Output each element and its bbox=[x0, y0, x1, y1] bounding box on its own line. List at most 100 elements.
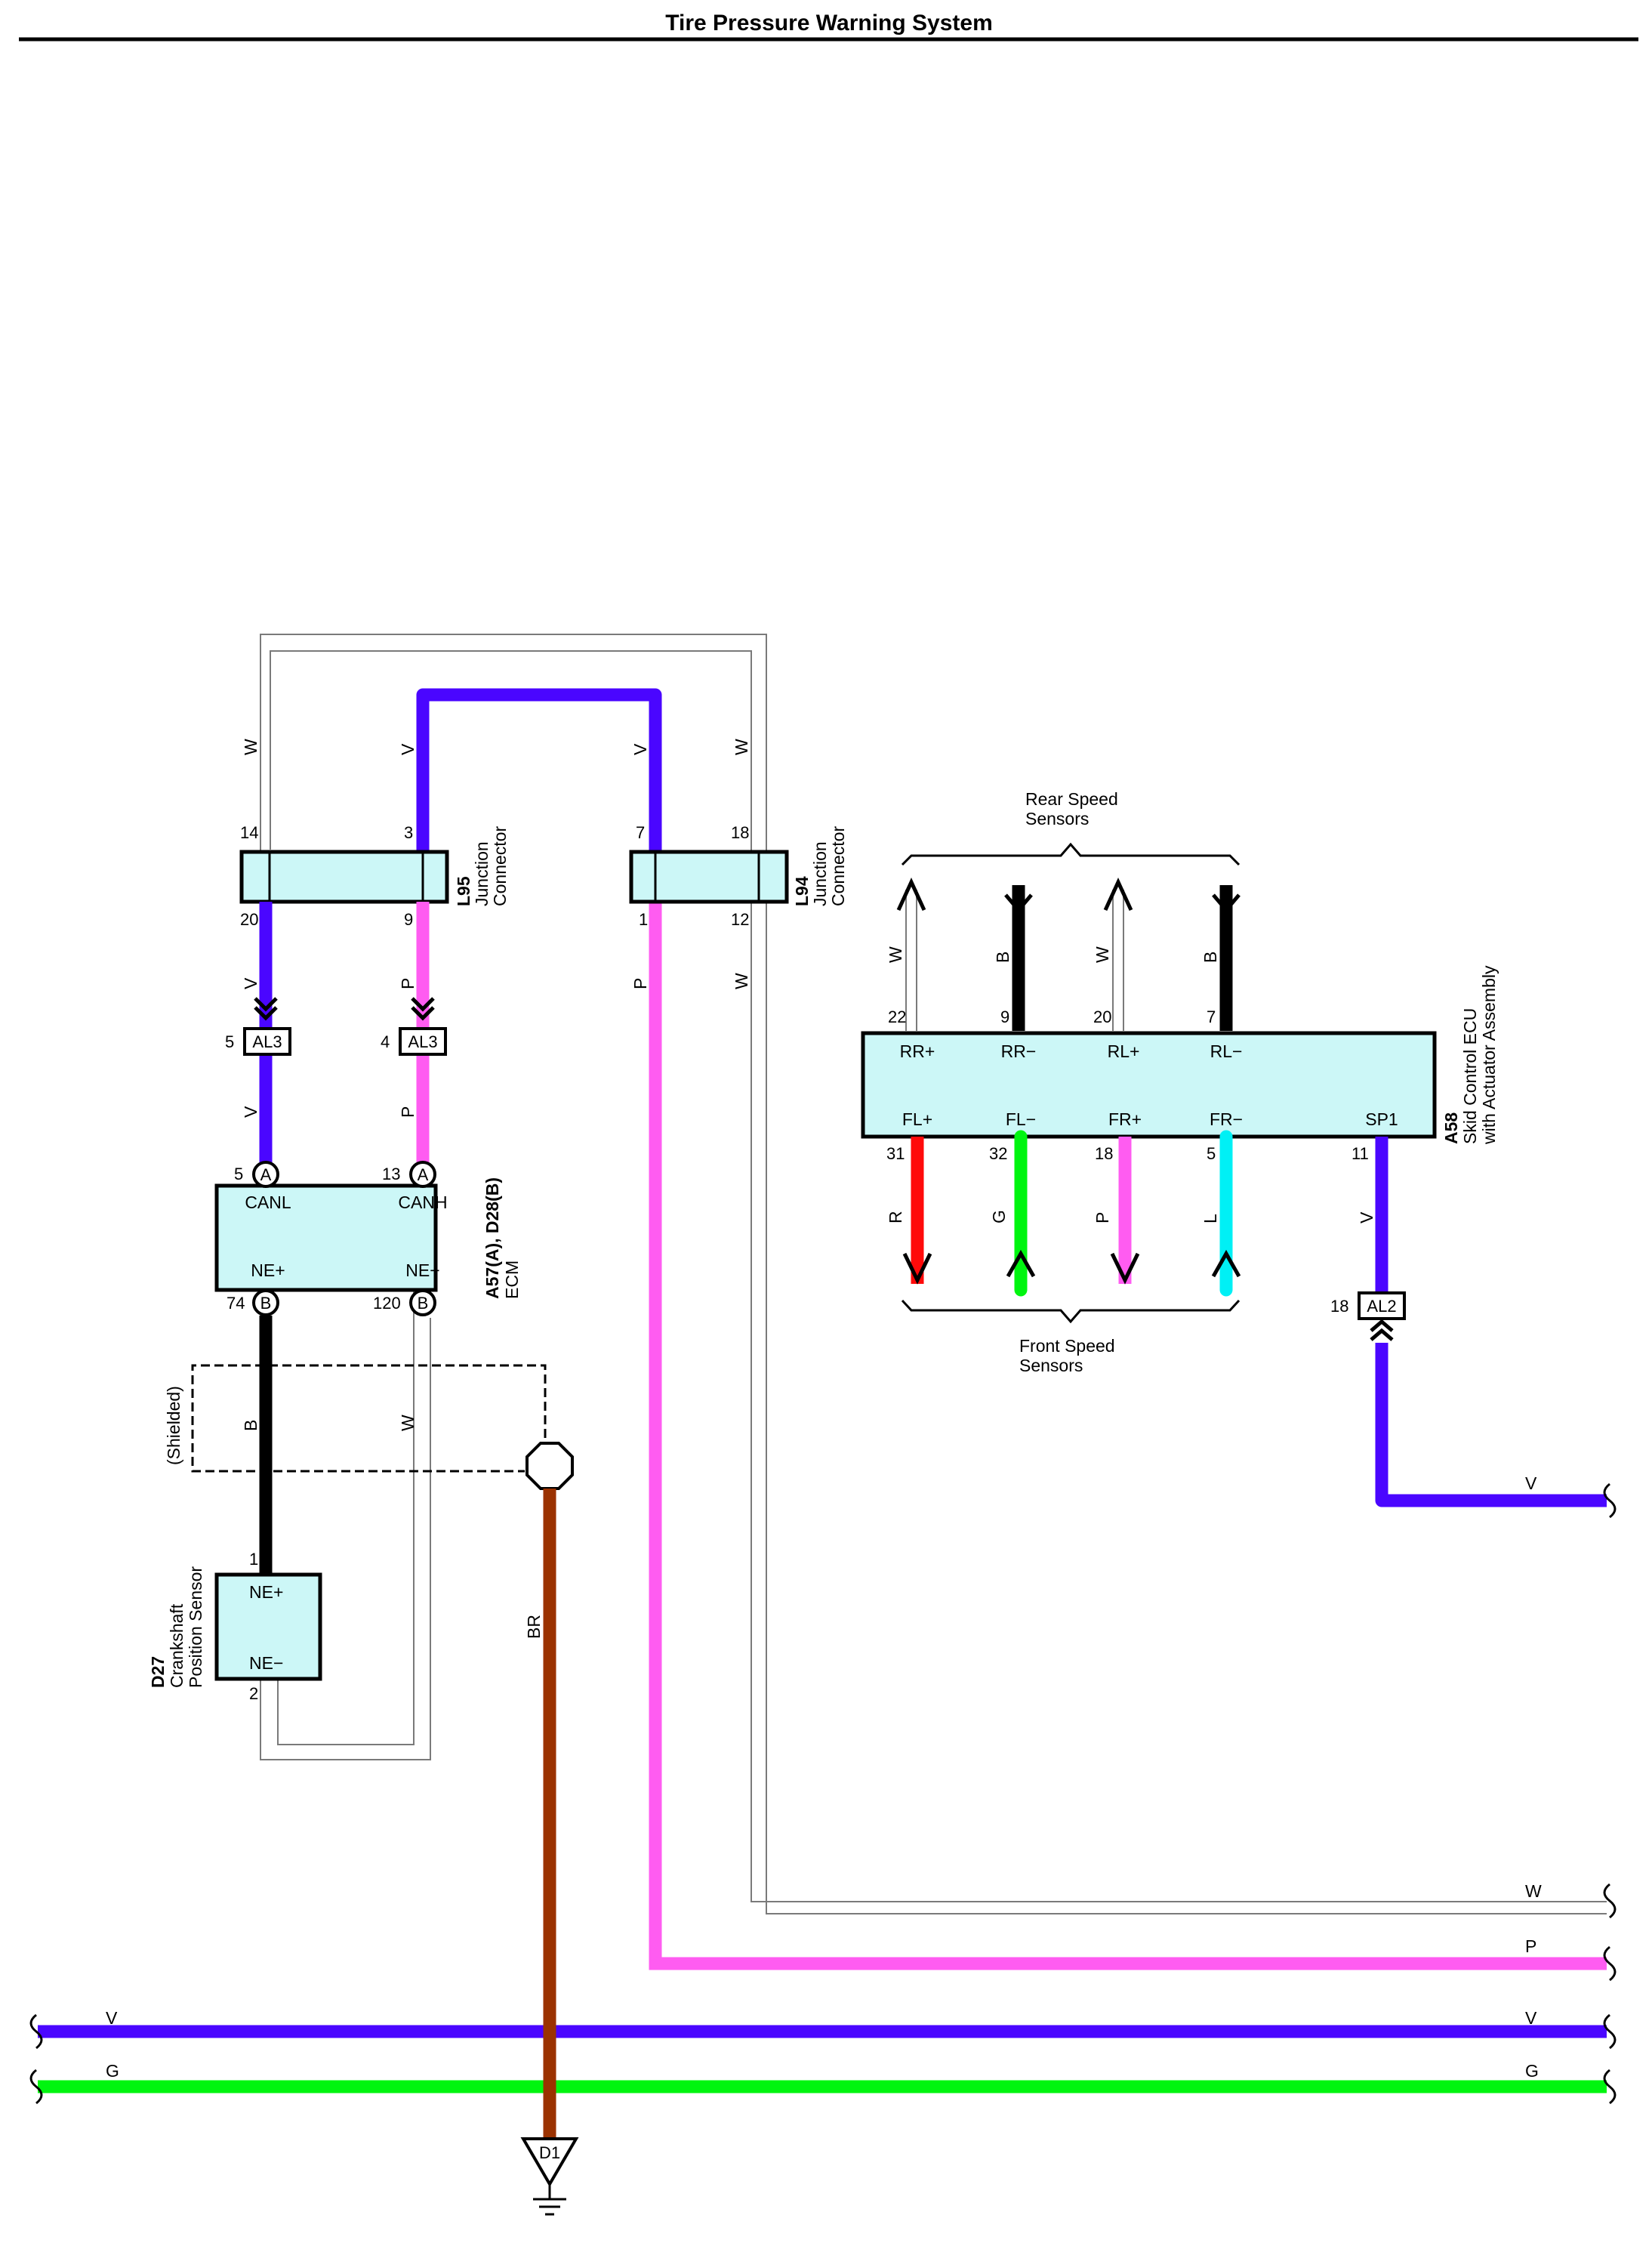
wire-color-label: P bbox=[1525, 1936, 1536, 1956]
pin-number: 1 bbox=[249, 1550, 258, 1569]
component-name: Skid Control ECU bbox=[1460, 1008, 1480, 1144]
front-sensors-label: Front Speed bbox=[1019, 1336, 1115, 1356]
chevron-down-icon bbox=[411, 997, 435, 1021]
skid-control-ecu: RR+ RR− RL+ RL− 22 9 20 7 FL+ FL− FR+ FR… bbox=[861, 965, 1499, 1163]
chevron-up-icon bbox=[1370, 1319, 1394, 1341]
component-name: Crankshaft bbox=[167, 1603, 186, 1688]
pin-number: 1 bbox=[639, 910, 648, 929]
connector-letter: B bbox=[418, 1294, 429, 1313]
wire-color-label: W bbox=[1525, 1881, 1542, 1901]
wire-color-label: W bbox=[1093, 946, 1112, 963]
pin-number: 2 bbox=[249, 1684, 258, 1703]
connector-name: Connector bbox=[828, 826, 848, 906]
wire-break-right-v bbox=[1603, 2013, 1617, 2050]
pin-number: 14 bbox=[240, 823, 258, 842]
connector-code: AL2 bbox=[1367, 1297, 1396, 1316]
wire-color-label: W bbox=[241, 739, 260, 755]
pin-number: 20 bbox=[1093, 1007, 1111, 1026]
ecm-component: A A 5 13 CANL CANH NE+ NE− B B 74 120 A5… bbox=[214, 1161, 522, 1316]
pin-label: FL− bbox=[1006, 1109, 1036, 1129]
pin-number: 18 bbox=[1095, 1144, 1113, 1163]
front-sensors-label: Sensors bbox=[1019, 1356, 1083, 1375]
pin-number: 5 bbox=[1207, 1144, 1216, 1163]
wire-break-right-w bbox=[1603, 1883, 1617, 1919]
pin-number: 12 bbox=[731, 910, 749, 929]
wire-color-label: V bbox=[1357, 1211, 1376, 1223]
pin-label: RR− bbox=[1001, 1041, 1037, 1061]
wire-break-right-g bbox=[1603, 2069, 1617, 2105]
wire-color-label: P bbox=[398, 1106, 418, 1118]
pin-label: RL+ bbox=[1108, 1041, 1140, 1061]
ground-icon: D1 bbox=[520, 2137, 579, 2216]
component-name: with Actuator Assembly bbox=[1479, 965, 1499, 1145]
pin-label: NE+ bbox=[251, 1260, 285, 1280]
wire-color-label: W bbox=[398, 1415, 418, 1431]
wire-color-label: W bbox=[732, 973, 751, 989]
pin-label: CANH bbox=[398, 1192, 447, 1212]
junction-connector-l94: 7 18 1 12 L94 Junction Connector bbox=[629, 823, 848, 929]
l95-body bbox=[239, 850, 449, 904]
component-code: A58 bbox=[1441, 1112, 1461, 1144]
pin-number: 3 bbox=[404, 823, 413, 842]
shielded-label: (Shielded) bbox=[164, 1386, 183, 1465]
pin-label: FL+ bbox=[902, 1109, 932, 1129]
pin-number: 18 bbox=[731, 823, 749, 842]
wire-color-label: B bbox=[993, 952, 1012, 963]
wire-color-label: G bbox=[106, 2061, 119, 2081]
wire-color-label: P bbox=[630, 978, 650, 989]
pin-number: 5 bbox=[234, 1165, 243, 1183]
pin-number: 11 bbox=[1351, 1144, 1369, 1163]
sp1-wire: V AL2 18 V bbox=[1330, 1137, 1617, 1519]
svg-text:AL3: AL3 bbox=[252, 1032, 282, 1051]
front-speed-sensor-wires: Front Speed Sensors R G P L bbox=[886, 1130, 1241, 1375]
wire-color-label: V bbox=[106, 2008, 118, 2028]
connector-letter: B bbox=[260, 1294, 272, 1313]
pin-label: NE+ bbox=[249, 1582, 283, 1602]
component-name: ECM bbox=[502, 1260, 522, 1299]
wire-break-left-g bbox=[29, 2069, 43, 2105]
wire-color-label: W bbox=[886, 946, 905, 963]
pin-label: NE− bbox=[405, 1260, 439, 1280]
connector-name: Junction bbox=[472, 841, 492, 906]
pin-label: CANL bbox=[245, 1192, 291, 1212]
pin-number: 9 bbox=[404, 910, 413, 929]
pin-number: 5 bbox=[225, 1032, 234, 1051]
connector-al3-v: AL3 5 bbox=[225, 1027, 291, 1056]
pin-number: 31 bbox=[886, 1144, 905, 1163]
wire-color-label: L bbox=[1200, 1214, 1220, 1223]
component-name: Position Sensor bbox=[186, 1566, 205, 1688]
pin-label: RL− bbox=[1210, 1041, 1243, 1061]
connector-name: Connector bbox=[490, 826, 510, 906]
shield-enclosure: (Shielded) bbox=[164, 1364, 547, 1473]
wire-color-label: V bbox=[398, 743, 418, 755]
pin-label: RR+ bbox=[900, 1041, 935, 1061]
wire-color-label: G bbox=[989, 1210, 1009, 1223]
wire-color-label: V bbox=[1525, 2008, 1537, 2028]
pin-number: 18 bbox=[1330, 1297, 1348, 1316]
pin-number: 7 bbox=[1207, 1007, 1216, 1026]
pin-label: NE− bbox=[249, 1653, 283, 1673]
wire-break-left-v bbox=[29, 2013, 43, 2050]
svg-text:AL3: AL3 bbox=[408, 1032, 437, 1051]
wire-color-label: V bbox=[1525, 1473, 1537, 1493]
crankshaft-position-sensor: NE+ NE− 1 2 D27 Crankshaft Position Sens… bbox=[148, 1550, 322, 1703]
wire-color-label: P bbox=[1093, 1212, 1112, 1223]
wire-color-label: V bbox=[241, 1106, 260, 1118]
pin-label: FR− bbox=[1210, 1109, 1243, 1129]
chevron-down-icon bbox=[254, 997, 278, 1021]
pin-label: SP1 bbox=[1365, 1109, 1398, 1129]
pin-number: 20 bbox=[240, 910, 258, 929]
pin-number: 22 bbox=[888, 1007, 906, 1026]
pin-number: 32 bbox=[989, 1144, 1007, 1163]
ecm-body bbox=[214, 1183, 438, 1292]
rear-sensors-label: Sensors bbox=[1025, 809, 1089, 828]
component-code: D27 bbox=[148, 1656, 168, 1688]
rear-speed-sensor-wires: Rear Speed Sensors W B W B bbox=[886, 789, 1241, 1031]
connector-al2 bbox=[1358, 1291, 1406, 1320]
wire-break-right-sp1 bbox=[1603, 1482, 1617, 1519]
wire-break-right-p bbox=[1603, 1945, 1617, 1982]
pin-number: 4 bbox=[381, 1032, 390, 1051]
wire-color-label: V bbox=[630, 743, 650, 755]
pin-number: 9 bbox=[1000, 1007, 1009, 1026]
